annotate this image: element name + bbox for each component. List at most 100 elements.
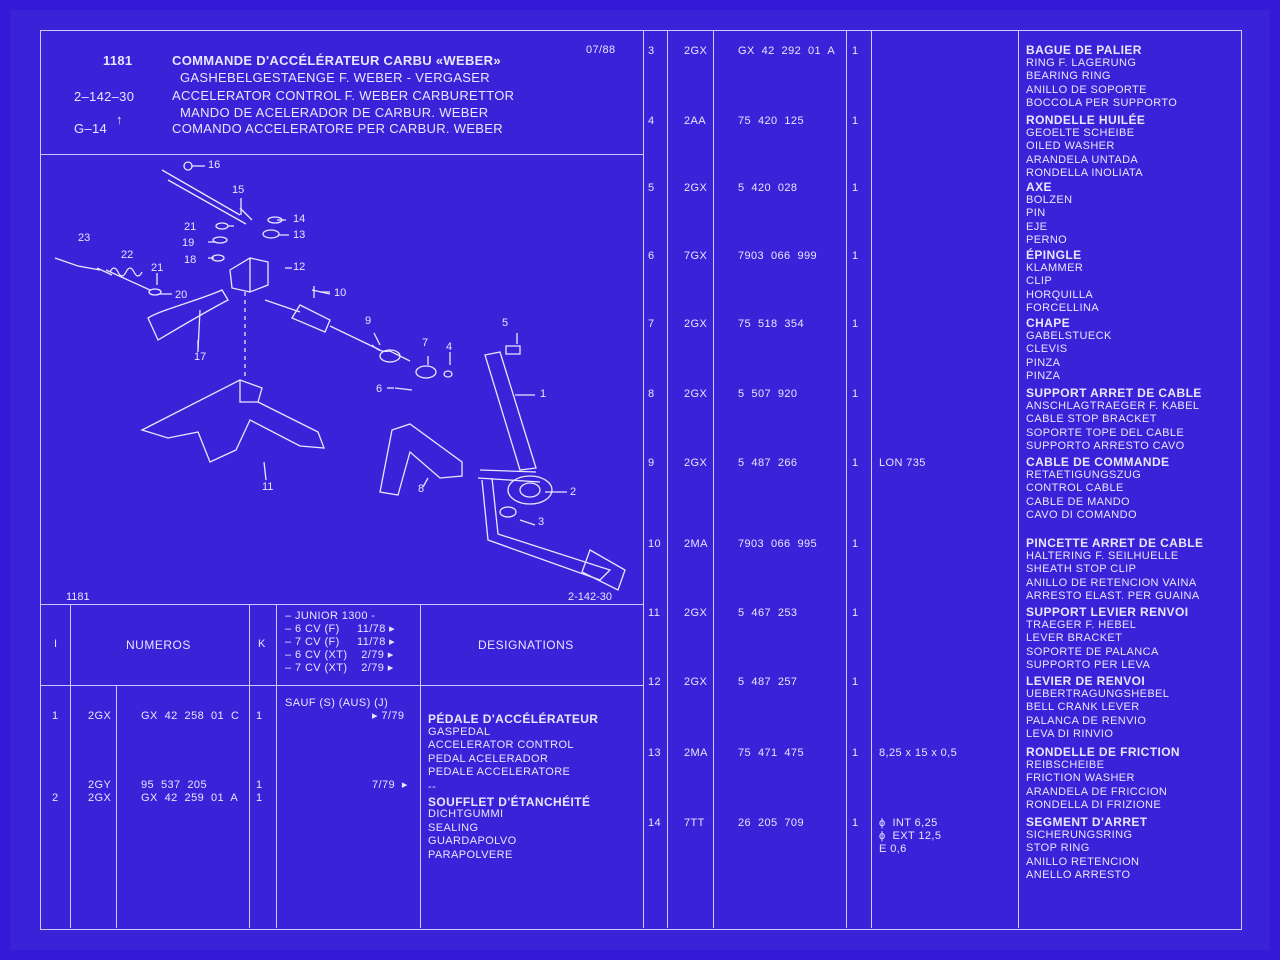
part-designation: GASPEDAL: [428, 725, 491, 738]
part-number: 5 487 266: [738, 457, 798, 469]
part-number: 75 471 475: [738, 747, 804, 759]
callout-label: 16: [208, 159, 221, 171]
part-designation: KLAMMER: [1026, 261, 1084, 274]
part-index: 5: [648, 182, 655, 194]
part-prefix: 2GX: [684, 607, 708, 619]
callout-label: 9: [365, 315, 372, 327]
part-designation-title: RONDELLE DE FRICTION: [1026, 745, 1180, 759]
left-col-line-1: [70, 604, 71, 928]
part-qty: 1: [852, 388, 859, 400]
col-header-index: I: [54, 638, 58, 650]
part-index: 7: [648, 318, 655, 330]
part-designation-title: AXE: [1026, 180, 1052, 194]
model-line: – JUNIOR 1300 -: [285, 610, 376, 622]
part-index: 3: [648, 45, 655, 57]
callout-label: 1: [540, 388, 547, 400]
part-designation: CLEVIS: [1026, 343, 1068, 355]
part-qty: 1: [852, 538, 859, 550]
part-number: GX 42 258 01 C: [141, 710, 240, 722]
part-designation: ACCELERATOR CONTROL: [428, 739, 574, 751]
part-prefix: 7TT: [684, 817, 705, 829]
diagram-footer-left: 1181: [66, 591, 90, 603]
part-number: 5 420 028: [738, 182, 798, 194]
title-line: GASHEBELGESTAENGE F. WEBER - VERGASER: [180, 70, 490, 85]
col-header-designations: DESIGNATIONS: [478, 638, 574, 652]
part-spec: 8,25 x 15 x 0,5: [879, 747, 958, 759]
title-line: ACCELERATOR CONTROL F. WEBER CARBURETTOR: [172, 88, 515, 103]
part-designation-title: RONDELLE HUILÉE: [1026, 113, 1146, 127]
part-number: GX 42 292 01 A: [738, 45, 836, 57]
part-prefix: 2GX: [88, 792, 112, 804]
part-prefix: 7GX: [684, 250, 708, 262]
part-designation: BELL CRANK LEVER: [1026, 701, 1140, 713]
part-designation: SUPPORTO PER LEVA: [1026, 659, 1151, 671]
part-designation: PARAPOLVERE: [428, 848, 513, 861]
part-designation-title: SEGMENT D'ARRET: [1026, 815, 1148, 829]
page-frame: [40, 30, 1242, 930]
part-index: 6: [648, 250, 655, 262]
part-designation: ARANDELA DE FRICCION: [1026, 785, 1168, 798]
part-designation-title: ÉPINGLE: [1026, 248, 1082, 262]
callout-label: 13: [293, 229, 306, 241]
part-designation: BOCCOLA PER SUPPORTO: [1026, 97, 1178, 109]
part-designation: BEARING RING: [1026, 70, 1111, 82]
part-index: 12: [648, 676, 662, 688]
part-designation: CABLE STOP BRACKET: [1026, 413, 1157, 425]
left-col-line-2: [116, 685, 117, 928]
part-qty: 1: [852, 607, 859, 619]
part-prefix: 2MA: [684, 538, 708, 550]
part-number: 5 507 920: [738, 388, 798, 400]
part-designation: ARANDELA UNTADA: [1026, 153, 1139, 166]
part-designation: CAVO DI COMANDO: [1026, 509, 1137, 521]
part-designation: SUPPORTO ARRESTO CAVO: [1026, 440, 1185, 452]
center-divider: [643, 30, 644, 928]
part-designation: RONDELLA INOLIATA: [1026, 167, 1144, 179]
part-designation: CONTROL CABLE: [1026, 482, 1124, 494]
diagram-footer-right: 2-142-30: [568, 591, 613, 603]
part-designation: DICHTGUMMI: [428, 808, 504, 820]
part-prefix: 2MA: [684, 747, 708, 759]
callout-label: 21: [151, 262, 164, 274]
part-designation-title: LEVIER DE RENVOI: [1026, 674, 1146, 688]
part-index: 4: [648, 115, 655, 127]
part-designation: PINZA: [1026, 356, 1061, 369]
callout-label: 8: [418, 483, 425, 495]
callout-label: 6: [376, 383, 383, 395]
callout-label: 17: [194, 351, 207, 363]
part-designation: PIN: [1026, 207, 1046, 219]
callout-label: 10: [334, 287, 347, 299]
part-designation: GUARDAPOLVO: [428, 835, 517, 847]
part-qty: 1: [852, 318, 859, 330]
title-line: COMMANDE D'ACCÉLÉRATEUR CARBU «WEBER»: [172, 53, 501, 68]
col-header-k: K: [258, 638, 266, 650]
part-designation: HALTERING F. SEILHUELLE: [1026, 549, 1179, 562]
part-designation: SICHERUNGSRING: [1026, 828, 1133, 841]
page-number: 1181: [103, 53, 133, 68]
part-designation: PALANCA DE RENVIO: [1026, 714, 1147, 727]
right-col-line-3: [846, 30, 847, 928]
part-index: 13: [648, 747, 662, 759]
part-designation: GEOELTE SCHEIBE: [1026, 126, 1135, 139]
col-header-numeros: NUMEROS: [126, 638, 191, 652]
part-designation: LEVER BRACKET: [1026, 632, 1123, 644]
part-index: 10: [648, 538, 662, 550]
catalogue-sheet: [10, 10, 1270, 950]
part-number: 7903 066 995: [738, 538, 818, 550]
part-designation: ANILLO RETENCION: [1026, 855, 1140, 868]
part-designation: ANILLO DE SOPORTE: [1026, 83, 1147, 96]
callout-label: 4: [446, 341, 453, 353]
callout-label: 23: [78, 232, 91, 244]
part-prefix: 2GX: [684, 318, 708, 330]
part-designation: UEBERTRAGUNGSHEBEL: [1026, 687, 1170, 700]
part-designation-title: CHAPE: [1026, 316, 1071, 330]
callout-label: 22: [121, 249, 134, 261]
part-date: 7/79 ▸: [372, 779, 408, 791]
part-designation-title: SUPPORT LEVIER RENVOI: [1026, 605, 1189, 619]
part-designation: ANSCHLAGTRAEGER F. KABEL: [1026, 399, 1200, 412]
part-number: 26 205 709: [738, 817, 804, 829]
right-col-line-2: [713, 30, 714, 928]
part-designation: ARRESTO ELAST. PER GUAINA: [1026, 590, 1200, 602]
part-designation: FORCELLINA: [1026, 302, 1100, 314]
part-designation: PERNO: [1026, 234, 1068, 246]
